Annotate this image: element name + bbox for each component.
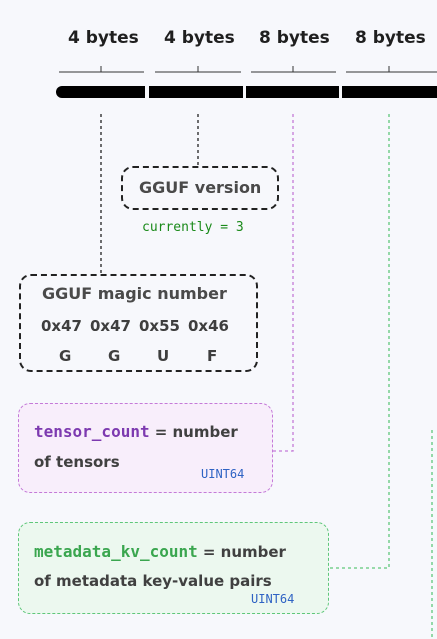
byte-size-label-tensor-count: 8 bytes — [259, 28, 330, 48]
tensor-count-desc-line1: = number — [154, 423, 238, 441]
magic-letter-1: G — [108, 347, 121, 365]
tensor-count-desc-line2: of tensors — [34, 453, 120, 471]
byte-size-label-version: 4 bytes — [164, 28, 235, 48]
metadata-kv-count-desc-line2: of metadata key-value pairs — [34, 572, 272, 590]
magic-hex-2: 0x55 — [139, 317, 180, 335]
metadata-kv-count-field-name: metadata_kv_count — [34, 542, 198, 561]
magic-hex-1: 0x47 — [90, 317, 131, 335]
version-box: GGUF version — [121, 166, 279, 210]
connector-tensor-count — [273, 114, 294, 452]
metadata-kv-count-type: UINT64 — [251, 592, 295, 606]
magic-letter-3: F — [207, 347, 218, 365]
connector-kv-count — [329, 114, 390, 569]
bar-segment-kv-count — [342, 86, 437, 98]
version-title: GGUF version — [139, 178, 262, 197]
bar-segment-version — [149, 86, 243, 98]
tensor-count-field-name: tensor_count — [34, 422, 150, 441]
version-note: currently = 3 — [142, 220, 244, 235]
metadata-kv-count-desc-line1: = number — [202, 543, 286, 561]
bar-segment-magic — [56, 86, 145, 98]
byte-size-label-kv-count: 8 bytes — [355, 28, 426, 48]
tensor-count-box: tensor_count = number of tensors UINT64 — [18, 403, 273, 493]
byte-size-label-magic: 4 bytes — [68, 28, 139, 48]
tensor-count-type: UINT64 — [201, 467, 245, 481]
magic-hex-3: 0x46 — [188, 317, 229, 335]
magic-hex-0: 0x47 — [41, 317, 82, 335]
metadata-kv-count-box: metadata_kv_count = number of metadata k… — [18, 522, 329, 614]
magic-number-title: GGUF magic number — [42, 284, 227, 303]
magic-number-box: GGUF magic number 0x47 0x47 0x55 0x46 G … — [19, 274, 258, 372]
magic-letter-2: U — [157, 347, 170, 365]
magic-letter-0: G — [59, 347, 72, 365]
bar-segment-tensor-count — [246, 86, 339, 98]
